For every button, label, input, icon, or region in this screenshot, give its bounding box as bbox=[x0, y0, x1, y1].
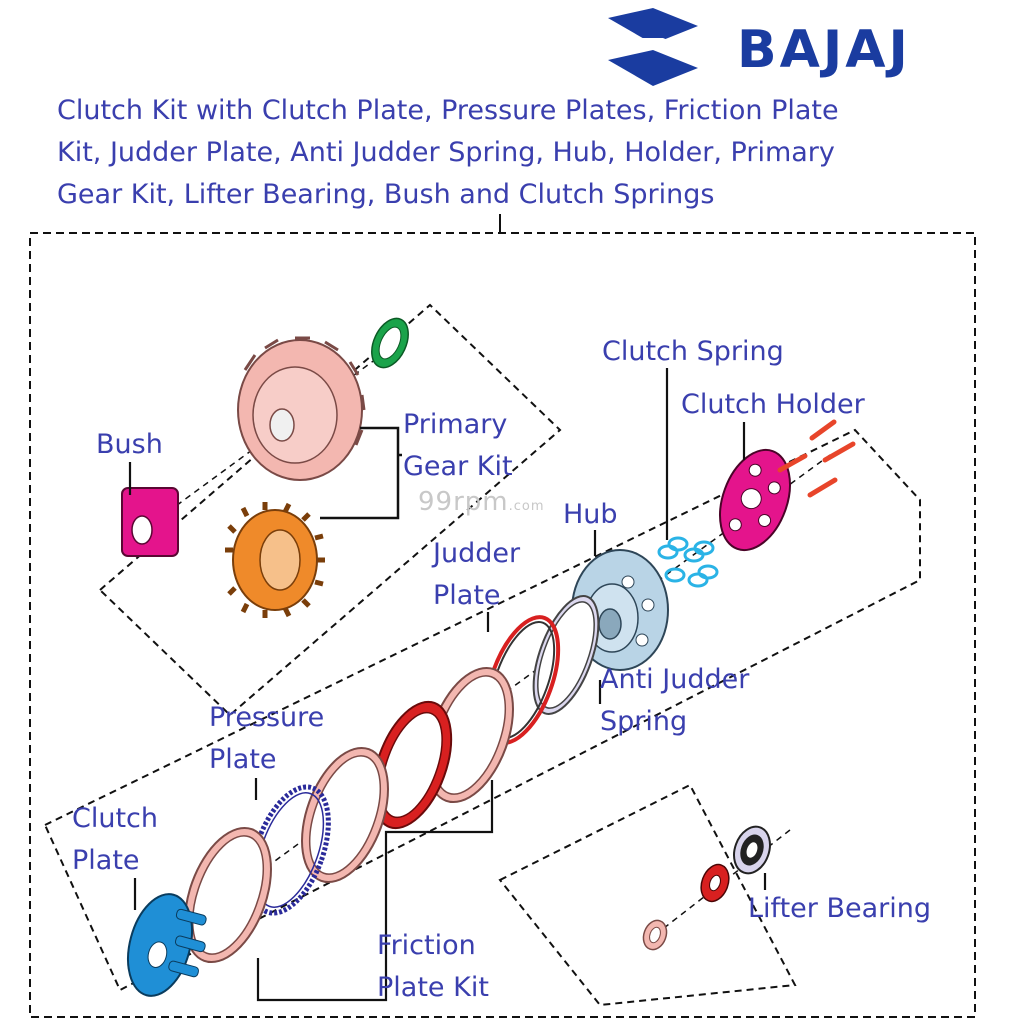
friction-plate-kit-bracket-lower bbox=[256, 870, 388, 1002]
outer-dashed-border bbox=[29, 232, 976, 1018]
label-friction-plate-kit-line-2: Plate Kit bbox=[377, 972, 489, 1003]
label-clutch-plate-line-2: Plate bbox=[72, 845, 140, 876]
label-pressure-plate-line-2: Plate bbox=[209, 744, 277, 775]
label-primary-gear-kit-line-2: Gear Kit bbox=[403, 451, 513, 482]
brand-name: BAJAJ bbox=[737, 20, 911, 80]
label-pressure-plate-line-1: Pressure bbox=[209, 702, 325, 733]
title-line-2: Kit, Judder Plate, Anti Judder Spring, H… bbox=[57, 137, 835, 168]
label-anti-judder-spring-line-2: Spring bbox=[600, 706, 688, 737]
label-primary-gear-kit: Primary Gear Kit bbox=[403, 404, 513, 488]
bush bbox=[121, 487, 179, 557]
label-clutch-plate: Clutch Plate bbox=[72, 798, 158, 882]
lifter-washer bbox=[642, 919, 668, 951]
orange-gear bbox=[225, 502, 325, 618]
clutch-bolts bbox=[777, 419, 856, 498]
label-lifter-bearing: Lifter Bearing bbox=[748, 893, 931, 924]
friction-plate-kit-bracket bbox=[384, 780, 494, 870]
clutch-plate bbox=[127, 893, 207, 997]
watermark-text: 99rpm bbox=[418, 487, 509, 517]
label-judder-plate: Judder Plate bbox=[433, 533, 520, 617]
label-friction-plate-kit: Friction Plate Kit bbox=[377, 925, 489, 1009]
green-washer bbox=[371, 317, 409, 369]
label-bush: Bush bbox=[96, 429, 163, 460]
title-line-3: Gear Kit, Lifter Bearing, Bush and Clutc… bbox=[57, 179, 715, 210]
label-primary-gear-kit-line-1: Primary bbox=[403, 409, 508, 440]
clutch-dashed-group bbox=[43, 428, 921, 992]
watermark: 99rpm.com bbox=[418, 487, 545, 522]
clutch-springs bbox=[657, 536, 719, 588]
title-line-1: Clutch Kit with Clutch Plate, Pressure P… bbox=[57, 95, 839, 126]
bajaj-logo-mark bbox=[608, 8, 698, 86]
friction-plate-1 bbox=[426, 666, 514, 804]
label-judder-plate-line-2: Plate bbox=[433, 580, 501, 611]
watermark-suffix: .com bbox=[508, 499, 545, 514]
friction-plate-3 bbox=[184, 826, 272, 964]
label-hub: Hub bbox=[563, 499, 618, 530]
label-pressure-plate: Pressure Plate bbox=[209, 697, 324, 781]
label-clutch-plate-line-1: Clutch bbox=[72, 803, 159, 834]
primary-gear-kit-bracket bbox=[320, 426, 400, 520]
page-title: Clutch Kit with Clutch Plate, Pressure P… bbox=[57, 90, 839, 216]
label-friction-plate-kit-line-1: Friction bbox=[377, 930, 476, 961]
label-clutch-holder: Clutch Holder bbox=[681, 389, 865, 420]
clutch-holder bbox=[719, 448, 791, 552]
lifter-seal bbox=[700, 863, 730, 903]
primary-gear bbox=[237, 336, 366, 481]
label-anti-judder-spring: Anti Judder Spring bbox=[600, 659, 749, 743]
lifter-dashed-group bbox=[498, 783, 797, 1007]
lifter-bearing bbox=[733, 825, 771, 875]
label-judder-plate-line-1: Judder bbox=[433, 538, 521, 569]
label-anti-judder-spring-line-1: Anti Judder bbox=[600, 664, 750, 695]
red-plate bbox=[371, 700, 453, 830]
leader-lines bbox=[128, 368, 767, 910]
label-clutch-spring: Clutch Spring bbox=[602, 336, 784, 367]
